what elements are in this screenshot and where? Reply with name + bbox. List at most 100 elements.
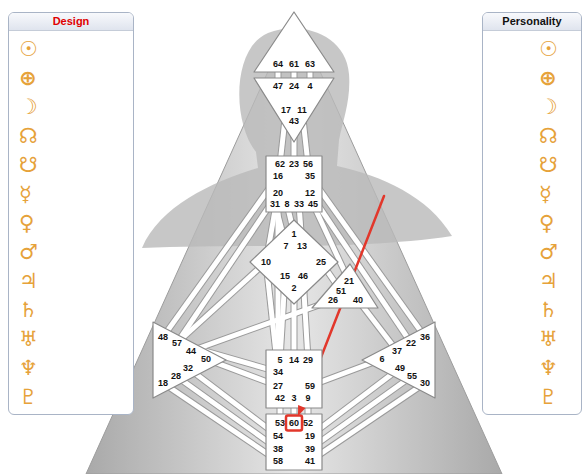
gate-number: 40 — [353, 296, 363, 305]
gate-number: 52 — [303, 419, 313, 428]
head-silhouette — [142, 28, 452, 248]
gate-number: 43 — [289, 117, 299, 126]
gate-number: 5 — [277, 356, 282, 365]
gate-number: 23 — [289, 160, 299, 169]
planet-symbol: ☋ — [19, 151, 133, 180]
gate-number: 37 — [392, 347, 402, 356]
spleen-center: 48574450322818 — [153, 322, 226, 398]
planet-symbol: ♀ — [539, 209, 581, 238]
gate-number: 13 — [297, 242, 307, 251]
gate-number: 38 — [273, 445, 283, 454]
panel-body: ☉⊕☽☊☋☿♀♂♃♄♅♆♇ — [9, 31, 133, 412]
gate-number: 2 — [291, 284, 296, 293]
gate-number: 34 — [273, 368, 283, 377]
gate-number: 32 — [183, 364, 193, 373]
center-outline — [254, 78, 334, 142]
gate-number: 60 — [289, 419, 299, 428]
gate-number: 12 — [305, 189, 315, 198]
panel-header: Design — [9, 13, 133, 31]
gate-number: 21 — [344, 277, 354, 286]
gate-number: 54 — [273, 432, 283, 441]
gate-number: 16 — [273, 172, 283, 181]
planet-symbol: ☿ — [539, 180, 581, 209]
highlight-box — [286, 416, 302, 431]
planet-symbol: ♂ — [539, 238, 581, 267]
gate-number: 9 — [305, 394, 310, 403]
pointer-arrow-head — [298, 405, 306, 416]
gate-number: 62 — [275, 160, 285, 169]
gate-number: 14 — [289, 356, 299, 365]
gate-number: 11 — [297, 106, 307, 115]
gate-number: 19 — [305, 432, 315, 441]
planet-symbol: ☿ — [19, 180, 133, 209]
panel-title: Personality — [502, 15, 561, 27]
planet-symbol: ♆ — [19, 354, 133, 383]
planet-symbol: ☉ — [19, 35, 133, 64]
gate-number: 39 — [305, 445, 315, 454]
planet-symbol: ♆ — [539, 354, 581, 383]
gate-number: 41 — [305, 457, 315, 466]
planet-symbol: ♄ — [19, 296, 133, 325]
gate-number: 36 — [420, 333, 430, 342]
gate-number: 4 — [307, 82, 312, 91]
sacral-center: 514293427594239 — [266, 350, 322, 408]
planet-symbol: ☊ — [539, 122, 581, 151]
personality-panel: Personality☉⊕☽☊☋☿♀♂♃♄♅♆♇ — [482, 12, 582, 415]
gate-number: 50 — [201, 355, 211, 364]
gate-number: 24 — [289, 82, 299, 91]
heart-center: 215126 40 — [312, 264, 378, 308]
gate-number: 30 — [420, 379, 430, 388]
planet-symbol: ♅ — [19, 325, 133, 354]
center-outline — [266, 156, 322, 212]
gate-number: 8 — [284, 200, 289, 209]
planet-symbol: ♃ — [539, 267, 581, 296]
planet-symbol: ☽ — [19, 93, 133, 122]
panel-title: Design — [53, 15, 90, 27]
center-outline — [312, 264, 378, 308]
gate-number: 3 — [291, 394, 296, 403]
channel-outline — [310, 376, 412, 449]
gate-number: 26 — [328, 296, 338, 305]
gate-number: 47 — [273, 82, 283, 91]
planet-symbol: ☉ — [539, 35, 581, 64]
planet-symbol: ♇ — [19, 383, 133, 412]
planet-symbol: ♅ — [539, 325, 581, 354]
planet-symbol: ♇ — [539, 383, 581, 412]
gate-number: 46 — [298, 272, 308, 281]
channel — [310, 383, 425, 461]
throat-center: 622356163520123183345 — [266, 156, 322, 212]
gate-number: 20 — [273, 189, 283, 198]
gate-number: 58 — [273, 457, 283, 466]
channel-outline — [310, 368, 400, 436]
channel — [310, 368, 400, 436]
planet-symbol: ☋ — [539, 151, 581, 180]
center-outline — [153, 322, 226, 398]
solar-plexus-center: 3622376495530 — [362, 322, 435, 398]
center-outline — [266, 414, 322, 470]
planet-symbol: ⊕ — [539, 64, 581, 93]
gate-number: 28 — [171, 372, 181, 381]
design-panel: Design ☉⊕☽☊☋☿♀♂♃♄♅♆♇ — [8, 12, 134, 415]
gate-number: 61 — [289, 60, 299, 69]
gate-number: 64 — [273, 60, 283, 69]
gate-number: 10 — [261, 258, 271, 267]
planet-symbol: ♄ — [539, 296, 581, 325]
channel — [188, 368, 278, 436]
gate-number: 17 — [281, 106, 291, 115]
gate-number: 18 — [158, 379, 168, 388]
gate-number: 53 — [275, 419, 285, 428]
gate-number: 56 — [303, 160, 313, 169]
center-outline — [250, 220, 338, 304]
gate-number: 51 — [336, 287, 346, 296]
planet-symbol: ♀ — [19, 209, 133, 238]
gate-number: 31 — [270, 200, 280, 209]
gate-number: 33 — [294, 200, 304, 209]
gate-number: 1 — [291, 230, 296, 239]
gate-number: 49 — [395, 364, 405, 373]
center-outline — [254, 12, 334, 72]
channel — [163, 383, 278, 461]
gate-number: 45 — [308, 200, 318, 209]
head-center: 646163 — [254, 12, 334, 72]
gate-number: 48 — [158, 333, 168, 342]
